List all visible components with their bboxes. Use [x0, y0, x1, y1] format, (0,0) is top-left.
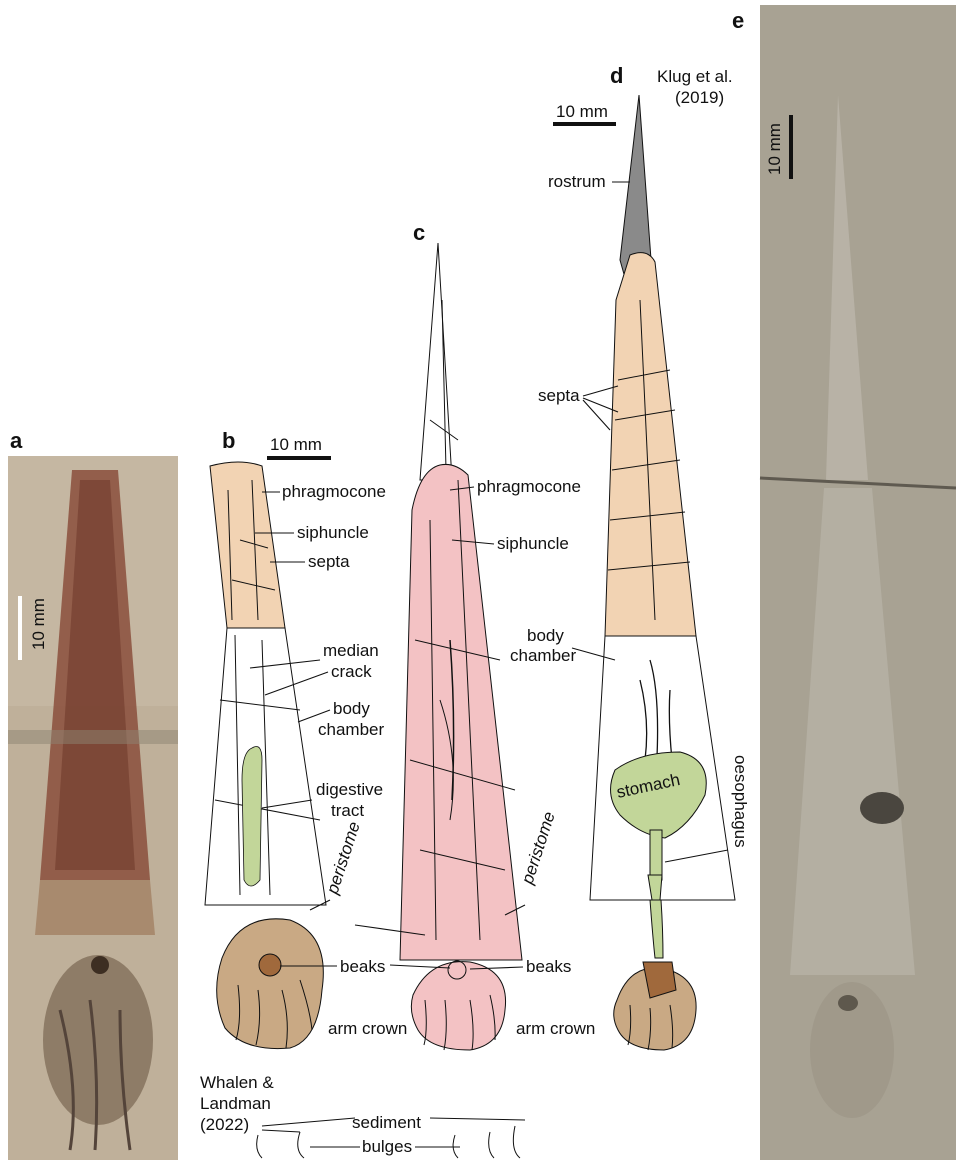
citation-klug-1: Klug et al. [657, 67, 733, 86]
label-c-peristome: peristome [517, 809, 558, 887]
label-d-septa: septa [538, 386, 580, 405]
panel-a-photo [8, 456, 178, 1160]
citation-klug-2: (2019) [675, 88, 724, 107]
label-b-body: body [333, 699, 370, 718]
label-sediment: sediment [352, 1113, 421, 1132]
label-b-phragmocone: phragmocone [282, 482, 386, 501]
panel-c-drawing [400, 243, 522, 1050]
panel-label-a: a [10, 428, 23, 453]
label-b-digestive: digestive [316, 780, 383, 799]
scale-label-d: 10 mm [556, 102, 608, 121]
label-b-median: median [323, 641, 379, 660]
label-b-siphuncle: siphuncle [297, 523, 369, 542]
label-b-beaks: beaks [340, 957, 385, 976]
label-c-siphuncle: siphuncle [497, 534, 569, 553]
label-d-body: body [527, 626, 564, 645]
panel-label-d: d [610, 63, 623, 88]
label-b-septa: septa [308, 552, 350, 571]
scale-bar-d [553, 122, 616, 126]
panel-label-c: c [413, 220, 425, 245]
panel-label-e: e [732, 8, 744, 33]
beaks-b [259, 954, 281, 976]
label-b-tract: tract [331, 801, 364, 820]
digestive-tract-b [242, 747, 262, 887]
scale-bar-a [18, 596, 22, 660]
label-b-crack: crack [331, 662, 372, 681]
phragmocone-b [210, 462, 285, 628]
label-c-arm-crown: arm crown [516, 1019, 595, 1038]
scale-label-b: 10 mm [270, 435, 322, 454]
panel-d-drawing [590, 95, 735, 1050]
label-c-beaks: beaks [526, 957, 571, 976]
panel-b-drawing [205, 462, 326, 1049]
label-d-oesophagus: oesophagus [731, 755, 750, 848]
label-c-phragmocone: phragmocone [477, 477, 581, 496]
label-b-arm-crown: arm crown [328, 1019, 407, 1038]
scale-label-a: 10 mm [29, 598, 48, 650]
label-b-peristome: peristome [322, 819, 363, 897]
citation-whalen-3: (2022) [200, 1115, 249, 1134]
label-bulges: bulges [362, 1137, 412, 1156]
arm-crown-b [217, 919, 324, 1049]
label-b-chamber: chamber [318, 720, 384, 739]
scale-bar-b [267, 456, 331, 460]
phragmocone-d [605, 253, 696, 636]
sediment-bulges-sketch: sediment bulges [257, 1113, 525, 1158]
panel-label-b: b [222, 428, 235, 453]
label-d-chamber: chamber [510, 646, 576, 665]
rostrum-c [420, 243, 452, 480]
label-d-rostrum: rostrum [548, 172, 606, 191]
citation-whalen-2: Landman [200, 1094, 271, 1113]
scale-label-e: 10 mm [765, 123, 784, 175]
scale-bar-e [789, 115, 793, 179]
citation-whalen-1: Whalen & [200, 1073, 274, 1092]
